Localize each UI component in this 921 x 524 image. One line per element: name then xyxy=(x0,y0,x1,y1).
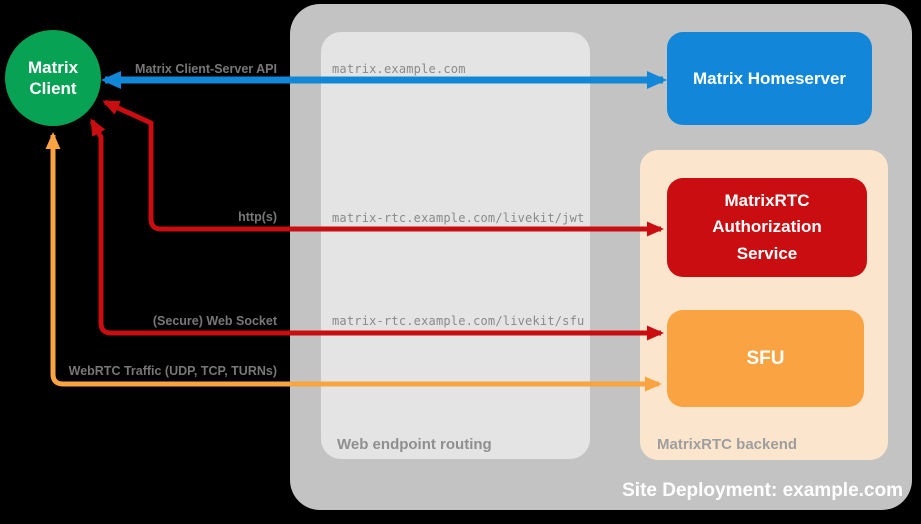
site-deployment-label: Site Deployment: example.com xyxy=(622,480,903,501)
route-livekit-sfu: matrix-rtc.example.com/livekit/sfu xyxy=(332,314,585,328)
webrtc-traffic-label: WebRTC Traffic (UDP, TCP, TURNs) xyxy=(68,364,277,378)
web-endpoint-routing-container xyxy=(321,32,590,459)
matrixrtc-backend-label: MatrixRTC backend xyxy=(657,436,798,453)
websocket-label: (Secure) Web Socket xyxy=(152,314,277,328)
matrix-homeserver-label: Matrix Homeserver xyxy=(692,68,847,88)
matrix-client-label: Matrix Client xyxy=(27,57,79,98)
matrix-client-node: Matrix Client xyxy=(5,30,101,126)
sfu-node: SFU xyxy=(667,310,864,407)
sfu-label: SFU xyxy=(746,347,785,369)
matrix-cs-api-label: Matrix Client-Server API xyxy=(135,62,277,76)
matrixrtc-auth-service-node: MatrixRTC Authorization Service xyxy=(667,178,867,277)
route-livekit-jwt: matrix-rtc.example.com/livekit/jwt xyxy=(332,211,585,225)
web-endpoint-routing-label: Web endpoint routing xyxy=(337,436,492,453)
matrixrtc-auth-service-label: MatrixRTC Authorization Service xyxy=(712,190,822,263)
https-label: http(s) xyxy=(238,210,277,224)
matrix-homeserver-node: Matrix Homeserver xyxy=(667,32,872,125)
route-matrix-example: matrix.example.com xyxy=(332,62,466,76)
